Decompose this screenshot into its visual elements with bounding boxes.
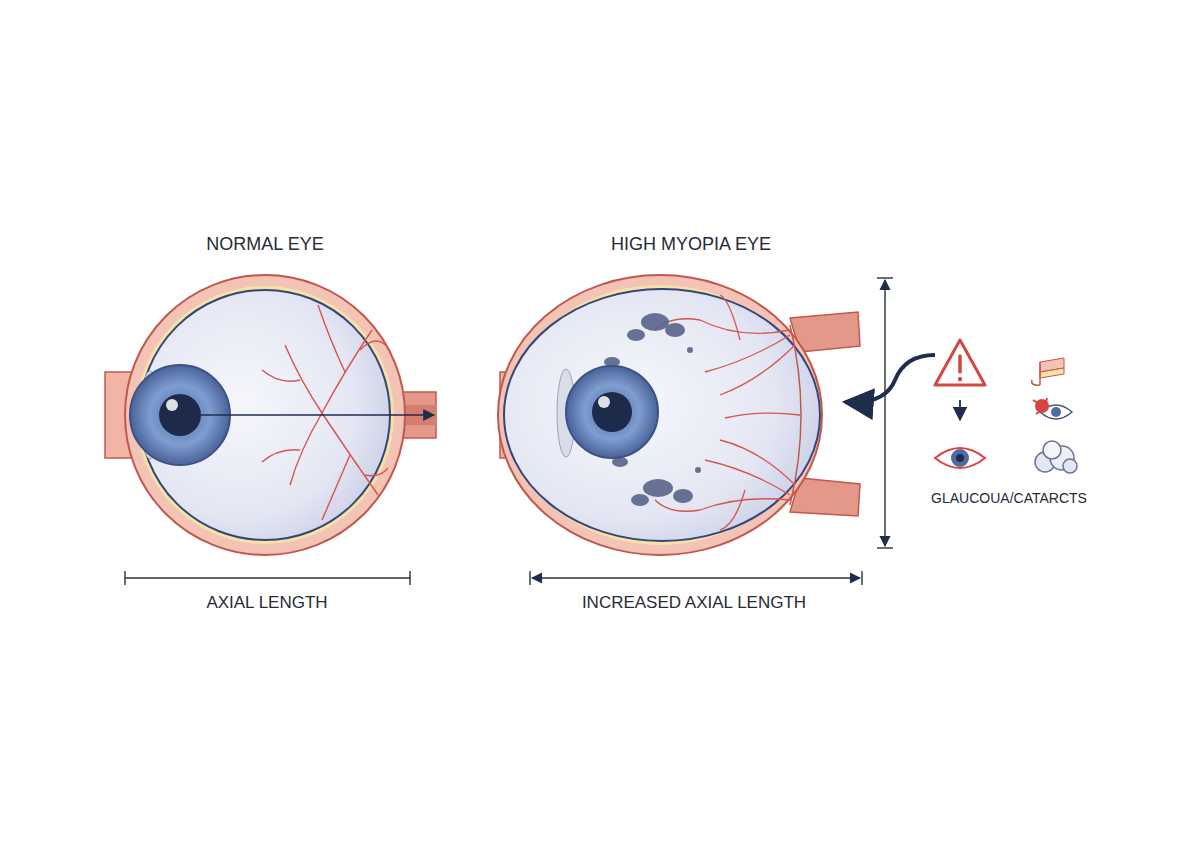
normal-eye xyxy=(105,275,436,555)
pointer-arrow xyxy=(845,355,935,402)
dimension-label: INCREASED AXIAL LENGTH xyxy=(582,593,806,613)
risk-label: GLAUCOUA/CATARCTS xyxy=(931,490,1087,506)
eye-heading: HIGH MYOPIA EYE xyxy=(611,234,771,255)
myopia-eye xyxy=(498,275,860,555)
risk-icons xyxy=(935,340,1077,473)
eye-heading: NORMAL EYE xyxy=(206,234,323,255)
dimension-label: AXIAL LENGTH xyxy=(206,593,327,613)
increased-axial-length-dimension xyxy=(530,278,893,585)
axial-length-dimension xyxy=(125,571,410,585)
